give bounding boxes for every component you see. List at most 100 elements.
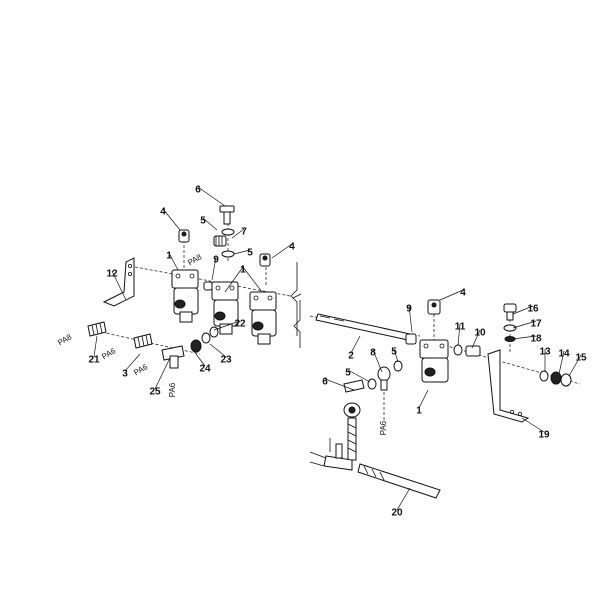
- pa-label: PA6: [379, 420, 388, 435]
- callout-leader-20: [396, 487, 411, 511]
- bolt-6-top: [219, 205, 235, 225]
- fitting-10: [465, 345, 481, 357]
- valve-block-1: [171, 269, 199, 323]
- callout-number-16: 16: [527, 304, 539, 315]
- ring-22: [209, 326, 219, 338]
- callout-leader-5: [393, 348, 399, 363]
- callout-number-22: 22: [234, 319, 246, 330]
- callout-leader-17: [512, 320, 537, 329]
- screw-4-right: [427, 299, 441, 315]
- callout-leader-1: [168, 252, 179, 271]
- callout-number-1: 1: [166, 251, 172, 262]
- hose-assembly-20: [309, 402, 441, 499]
- callout-leader-6: [324, 378, 355, 391]
- callout-number-10: 10: [474, 328, 486, 339]
- callout-number-11: 11: [455, 322, 466, 333]
- callout-leader-4: [162, 208, 181, 231]
- washer-17: [503, 324, 517, 332]
- washer-5-top: [221, 228, 235, 236]
- valve-block-3: [249, 291, 277, 345]
- callout-number-6: 6: [322, 377, 328, 388]
- callout-leader-23: [209, 343, 227, 358]
- mounting-bracket-left: [102, 257, 135, 307]
- callout-leader-8: [372, 349, 383, 373]
- callout-leader-25: [154, 357, 171, 390]
- valve-block-right: [419, 339, 449, 383]
- callout-leader-9: [211, 256, 217, 281]
- valve-block-2: [211, 281, 239, 335]
- callout-number-14: 14: [558, 349, 570, 360]
- callout-leader-3: [124, 353, 141, 372]
- callout-number-4: 4: [160, 207, 166, 218]
- callout-number-4: 4: [289, 242, 295, 253]
- screw-4-left: [178, 229, 190, 243]
- callout-number-15: 15: [575, 353, 587, 364]
- callout-number-5: 5: [247, 248, 253, 259]
- callout-leader-5: [233, 249, 251, 255]
- callout-leader-22: [213, 320, 241, 331]
- callout-leader-18: [512, 335, 537, 340]
- callout-number-1: 1: [240, 265, 246, 276]
- callout-number-5: 5: [200, 216, 206, 227]
- callout-leader-1: [224, 266, 244, 293]
- pa-label: PA8: [56, 332, 74, 347]
- callout-leader-6: [197, 186, 226, 207]
- callout-leader-14: [558, 350, 565, 375]
- callout-leader-5: [202, 217, 218, 231]
- callout-number-17: 17: [530, 319, 542, 330]
- callout-number-8: 8: [370, 348, 376, 359]
- callout-leader-10: [471, 329, 481, 349]
- tee-fitting-25: [161, 345, 185, 369]
- break-marker-left: [290, 262, 302, 336]
- callout-number-1: 1: [416, 406, 422, 417]
- washer-5-mid: [221, 250, 235, 258]
- bolt-16: [503, 303, 517, 321]
- nut-15: [560, 373, 572, 387]
- callout-number-6: 6: [195, 185, 201, 196]
- callout-number-20: 20: [391, 508, 403, 519]
- callout-leader-21: [93, 335, 98, 358]
- callout-leader-16: [512, 305, 534, 315]
- callout-number-3: 3: [122, 369, 128, 380]
- connector-9-left: [203, 281, 213, 291]
- callout-number-19: 19: [538, 430, 550, 441]
- shaft-2: [315, 313, 411, 341]
- pa-label: PA6: [132, 362, 150, 377]
- callout-number-24: 24: [199, 364, 211, 375]
- callout-number-9: 9: [406, 304, 412, 315]
- callout-number-1: 1: [240, 265, 246, 276]
- callout-number-4: 4: [460, 288, 466, 299]
- fitting-21: [87, 321, 107, 337]
- break-marker-right: [293, 300, 301, 348]
- callout-leader-1: [242, 266, 263, 293]
- callout-number-25: 25: [149, 387, 161, 398]
- mounting-bracket-right-19: [487, 349, 530, 423]
- callout-number-21: 21: [88, 355, 100, 366]
- callout-number-12: 12: [106, 269, 118, 280]
- nut-14: [550, 371, 562, 385]
- callout-leader-7: [231, 228, 245, 239]
- fitting-3: [133, 333, 153, 349]
- callout-leader-24: [195, 353, 206, 367]
- callout-number-7: 7: [241, 227, 247, 238]
- callout-leader-19: [521, 417, 545, 433]
- callout-leaders: [93, 186, 582, 511]
- callout-leader-12: [111, 270, 127, 301]
- banjo-fitting-8: [377, 366, 391, 391]
- bolt-6-lower: [343, 379, 365, 393]
- callout-number-9: 9: [213, 255, 219, 266]
- pa-label: PA8: [186, 252, 204, 267]
- fitting-7: [213, 235, 227, 247]
- callout-leader-4: [271, 243, 293, 259]
- callout-leader-9: [408, 305, 413, 333]
- callout-leader-15: [568, 354, 582, 377]
- callout-number-5: 5: [391, 347, 397, 358]
- callout-leader-5: [347, 369, 371, 383]
- pa-label: PA6: [100, 346, 118, 361]
- screw-4-mid: [259, 253, 271, 267]
- ring-23: [201, 332, 211, 344]
- callout-number-23: 23: [220, 355, 232, 366]
- callout-leader-2: [350, 335, 361, 354]
